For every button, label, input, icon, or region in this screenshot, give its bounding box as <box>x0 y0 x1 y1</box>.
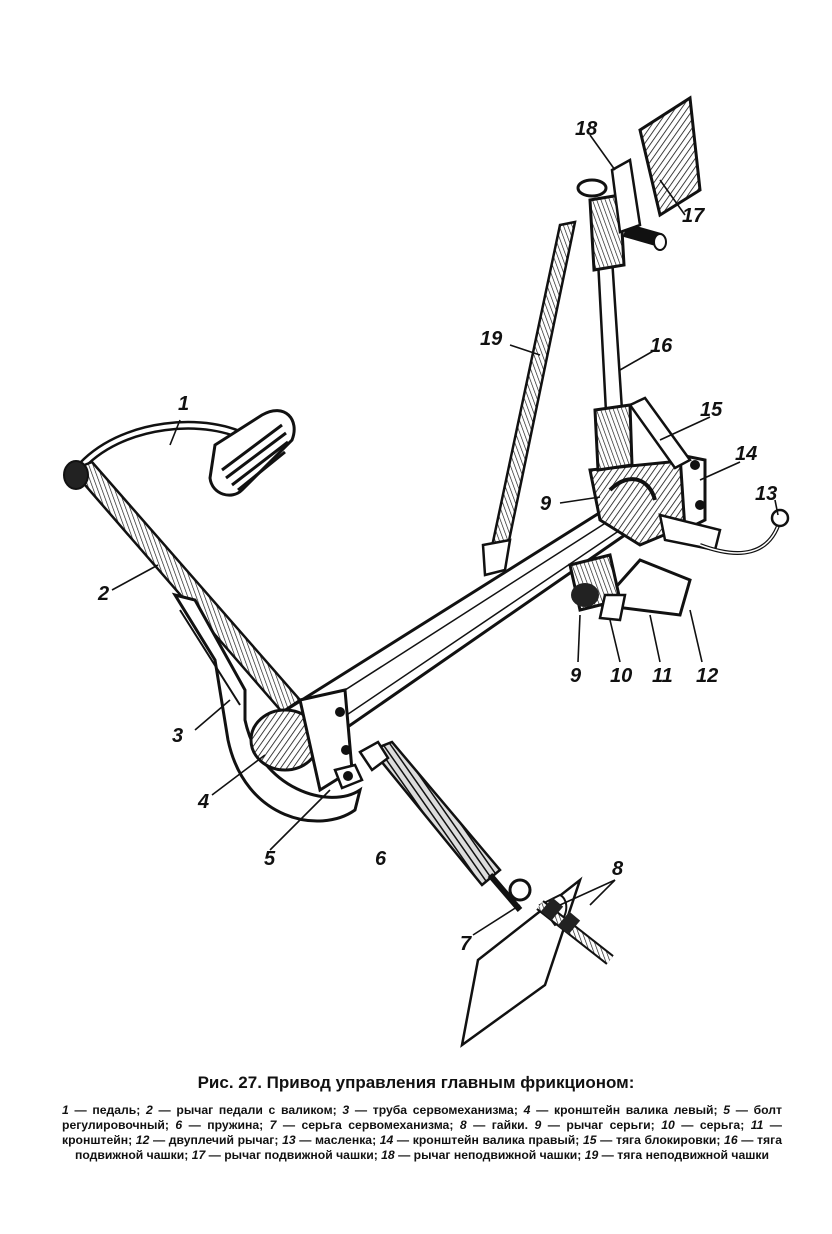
legend-item: 5 — болт регулировочный; <box>62 1103 782 1132</box>
legend-item-text: — педаль; <box>68 1103 147 1117</box>
callout-1: 1 <box>178 393 189 415</box>
right-bracket-assembly <box>568 453 722 622</box>
callout-6: 6 <box>375 848 387 870</box>
legend-item-text: — труба сервомеханизма; <box>349 1103 524 1117</box>
legend-item-number: 5 <box>723 1103 731 1117</box>
legend-item: 11 — кронштейн; <box>62 1118 782 1147</box>
legend-item-text: — гайки. <box>466 1118 535 1132</box>
legend-item-text: — масленка; <box>295 1133 380 1147</box>
legend-item-text: — рычаг подвижной чашки; <box>205 1148 382 1162</box>
legend-item-number: 4 <box>523 1103 531 1117</box>
legend-item: 1 — педаль; <box>62 1103 146 1117</box>
legend-item-number: 16 <box>724 1133 738 1147</box>
callout-14: 14 <box>735 443 757 465</box>
callout-7: 7 <box>460 933 472 955</box>
callout-9-lower: 9 <box>570 665 582 687</box>
figure-label: Рис. 27. <box>197 1073 262 1092</box>
legend-item-number: 15 <box>582 1133 597 1147</box>
legend-item-number: 19 <box>584 1148 599 1162</box>
figure-title: Привод управления главным фрикционом: <box>266 1073 635 1092</box>
legend-item-text: — серьга сервомеханизма; <box>276 1118 460 1132</box>
callout-13: 13 <box>755 483 777 505</box>
legend-item-text: — рычаг серьги; <box>541 1118 662 1132</box>
callout-15: 15 <box>700 399 723 421</box>
legend-item-text: — пружина; <box>182 1118 270 1132</box>
legend-item-number: 1 <box>62 1103 69 1117</box>
legend-item: 4 — кронштейн валика левый; <box>524 1103 724 1117</box>
legend-item: 18 — рычаг неподвижной чашки; <box>381 1148 585 1162</box>
callout-3: 3 <box>172 725 183 747</box>
fixed-cup-rod <box>481 220 577 577</box>
callout-10: 10 <box>610 665 632 687</box>
adjusting-bolt <box>333 763 364 790</box>
legend-item-text: — кронштейн валика левый; <box>530 1103 724 1117</box>
callout-12: 12 <box>696 665 718 687</box>
pedal-pad <box>208 409 296 497</box>
legend-item-number: 6 <box>175 1118 183 1132</box>
legend-item: 2 — рычаг педали с валиком; <box>146 1103 342 1117</box>
legend-item-text: — тяга подвижной чашки; <box>74 1133 782 1162</box>
legend-item: 9 — рычаг серьги; <box>535 1118 662 1132</box>
legend-item-number: 18 <box>381 1148 395 1162</box>
legend-item: 19 — тяга неподвижной чашки <box>585 1148 769 1162</box>
blocking-rod <box>628 396 692 470</box>
legend-item-text: — тяга блокировки; <box>596 1133 725 1147</box>
legend-item-number: 10 <box>661 1118 675 1132</box>
legend-item-text: — кронштейн; <box>62 1118 782 1147</box>
legend-item: 15 — тяга блокировки; <box>583 1133 724 1147</box>
legend-item: 3 — труба сервомеханизма; <box>342 1103 523 1117</box>
callout-17: 17 <box>682 205 705 227</box>
legend-item-number: 3 <box>342 1103 350 1117</box>
figure-legend: 1 — педаль; 2 — рычаг педали с валиком; … <box>62 1103 782 1163</box>
grease-line <box>699 508 790 555</box>
legend-item-number: 17 <box>191 1148 206 1162</box>
legend-item: 12 — двуплечий рычаг; <box>136 1133 282 1147</box>
legend-item-text: — тяга неподвижной чашки <box>598 1148 770 1162</box>
legend-item: 16 — тяга подвижной чашки; <box>75 1133 782 1162</box>
callout-5: 5 <box>264 848 276 870</box>
callout-16: 16 <box>650 335 673 357</box>
legend-item-text: — серьга; <box>674 1118 751 1132</box>
legend-item-text: — двуплечий рычаг; <box>149 1133 283 1147</box>
legend-item-number: 13 <box>282 1133 296 1147</box>
callout-11: 11 <box>652 665 673 687</box>
movable-cup-rod <box>588 193 634 472</box>
legend-item-text: — кронштейн валика правый; <box>393 1133 583 1147</box>
legend-item-number: 11 <box>750 1118 764 1132</box>
fixed-cup-lever <box>576 158 642 234</box>
leader-lines <box>111 134 779 936</box>
movable-cup-lever <box>623 95 702 251</box>
legend-item-text: — рычаг неподвижной чашки; <box>394 1148 585 1162</box>
legend-item: 7 — серьга сервомеханизма; <box>270 1118 460 1132</box>
legend-item: 14 — кронштейн валика правый; <box>380 1133 583 1147</box>
legend-item-text: — рычаг педали с валиком; <box>152 1103 343 1117</box>
legend-item: 17 — рычаг подвижной чашки; <box>192 1148 381 1162</box>
legend-item: 13 — масленка; <box>282 1133 380 1147</box>
spring <box>358 740 532 912</box>
callout-9-upper: 9 <box>540 493 552 515</box>
nuts-threaded-rod <box>536 897 614 965</box>
callout-2: 2 <box>97 583 109 605</box>
legend-item-number: 8 <box>459 1118 467 1132</box>
legend-item: 8 — гайки. <box>460 1118 535 1132</box>
mechanism-drawing: 1 2 3 4 5 6 7 8 9 9 10 11 12 13 14 15 16… <box>63 95 790 1048</box>
legend-item: 10 — серьга; <box>661 1118 751 1132</box>
legend-item-number: 12 <box>135 1133 150 1147</box>
legend-item: 6 — пружина; <box>175 1118 269 1132</box>
figure-caption: Рис. 27. Привод управления главным фрикц… <box>40 1073 792 1093</box>
legend-item-number: 7 <box>269 1118 277 1132</box>
callout-18: 18 <box>575 118 598 140</box>
legend-item-number: 2 <box>146 1103 153 1117</box>
legend-item-text: — болт регулировочный; <box>62 1103 783 1132</box>
callout-19: 19 <box>480 328 503 350</box>
callout-4: 4 <box>197 791 209 813</box>
callout-numbers: 1 2 3 4 5 6 7 8 9 9 10 11 12 13 14 15 16… <box>97 118 777 955</box>
legend-item-number: 14 <box>379 1133 394 1147</box>
callout-8: 8 <box>612 858 624 880</box>
legend-item-number: 9 <box>534 1118 542 1132</box>
